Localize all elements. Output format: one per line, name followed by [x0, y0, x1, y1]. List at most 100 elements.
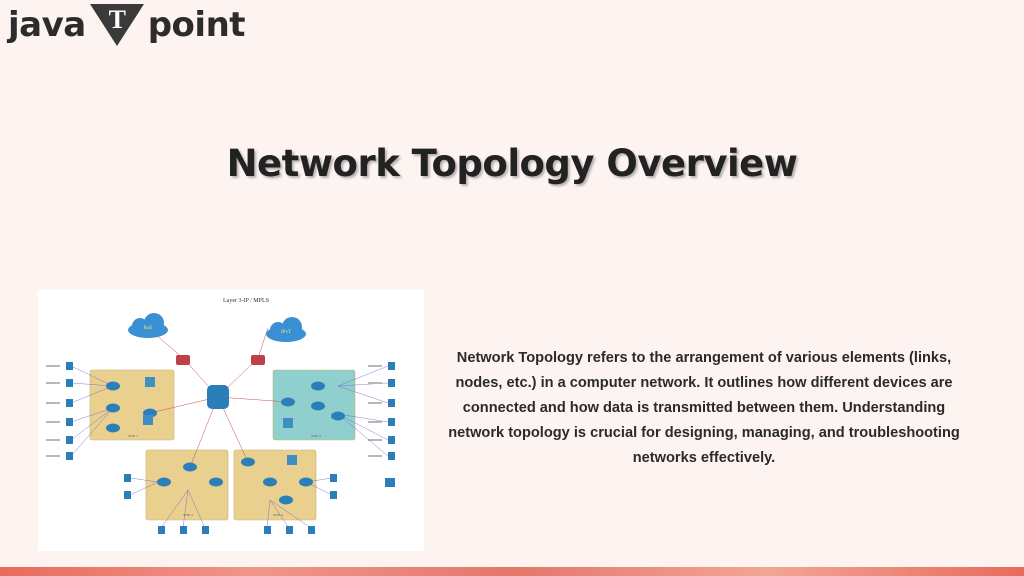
router-icon	[241, 457, 255, 467]
slide-description: Network Topology refers to the arrangeme…	[448, 350, 960, 466]
endpoint-label	[368, 365, 382, 367]
router-icon	[106, 381, 120, 391]
endpoint-label	[46, 365, 60, 367]
link-line	[182, 489, 189, 529]
switch-icon	[283, 418, 293, 428]
server-icon	[158, 526, 165, 534]
switch-icon	[143, 415, 153, 425]
router-icon	[106, 403, 120, 413]
link-line	[269, 499, 290, 529]
link-line	[337, 413, 389, 423]
diagram-title: Layer 3-IP / MPLS	[223, 298, 269, 304]
server-icon	[66, 418, 73, 426]
router-icon	[176, 355, 190, 365]
endpoint-label	[368, 439, 382, 441]
router-icon	[331, 411, 345, 421]
endpoint-label	[46, 439, 60, 441]
server-icon	[66, 379, 73, 387]
logo-text-point: point	[147, 5, 246, 45]
server-icon	[308, 526, 315, 534]
switch-icon	[145, 377, 155, 387]
server-icon	[180, 526, 187, 534]
server-icon	[388, 452, 395, 460]
endpoint-label	[368, 382, 382, 384]
site-box	[89, 369, 175, 441]
logo-t-icon: T	[89, 4, 144, 46]
site-label: SITE 2	[311, 434, 321, 438]
server-icon	[330, 491, 337, 499]
link-line	[70, 407, 114, 423]
switch-icon	[385, 478, 395, 487]
link-line	[129, 477, 159, 483]
server-icon	[124, 491, 131, 499]
server-icon	[388, 436, 395, 444]
router-icon	[106, 423, 120, 433]
cloud-label: BoE	[144, 326, 153, 331]
javatpoint-logo[interactable]: java T point	[8, 2, 246, 48]
network-topology-diagram: SITE 1 SITE 2 SITE 3 SITE 4 BoE IPvT Layer 3-I…	[38, 290, 424, 551]
endpoint-label	[46, 402, 60, 404]
cloud-icon	[282, 317, 302, 337]
link-line	[187, 489, 206, 529]
site-label: SITE 3	[183, 513, 193, 517]
server-icon	[388, 399, 395, 407]
topology-svg: SITE 1 SITE 2 SITE 3 SITE 4 BoE IPvT Layer 3-I…	[46, 298, 395, 534]
router-icon	[279, 495, 293, 505]
link-line	[70, 385, 114, 404]
core-switch-icon	[207, 385, 229, 409]
router-icon	[263, 477, 277, 487]
router-icon	[299, 477, 313, 487]
router-icon	[183, 462, 197, 472]
link-line	[70, 365, 114, 387]
switch-icon	[287, 455, 297, 465]
link-line	[269, 499, 312, 529]
server-icon	[124, 474, 131, 482]
link-line	[70, 407, 114, 441]
router-icon	[157, 477, 171, 487]
site-box	[145, 449, 229, 521]
link-line	[70, 407, 114, 457]
endpoint-label	[368, 455, 382, 457]
link-line	[266, 499, 271, 529]
logo-mark-letter: T	[108, 5, 125, 34]
site-label: SITE 1	[128, 434, 138, 438]
site-label: SITE 4	[273, 513, 283, 517]
link-line	[149, 396, 219, 414]
endpoint-label	[368, 402, 382, 404]
endpoint-label	[46, 421, 60, 423]
endpoint-label	[368, 421, 382, 423]
server-icon	[388, 362, 395, 370]
server-icon	[330, 474, 337, 482]
router-icon	[311, 381, 325, 391]
server-icon	[264, 526, 271, 534]
logo-text-java: java	[8, 5, 86, 45]
router-icon	[311, 401, 325, 411]
cloud-icon	[270, 322, 286, 338]
cloud-icon	[132, 318, 148, 334]
link-line	[337, 385, 389, 404]
router-icon	[209, 477, 223, 487]
server-icon	[66, 399, 73, 407]
cloud-label: IPvT	[281, 330, 291, 335]
link-line	[337, 413, 389, 457]
bottom-accent-band	[0, 567, 1024, 576]
link-line	[70, 382, 114, 387]
endpoint-label	[46, 455, 60, 457]
link-line	[160, 489, 189, 529]
server-icon	[286, 526, 293, 534]
slide-title: Network Topology Overview	[226, 142, 798, 185]
link-line	[337, 413, 389, 441]
link-line	[129, 481, 159, 496]
server-icon	[388, 379, 395, 387]
link-line	[337, 365, 389, 387]
server-icon	[66, 362, 73, 370]
server-icon	[202, 526, 209, 534]
server-icon	[388, 418, 395, 426]
server-icon	[66, 436, 73, 444]
server-icon	[66, 452, 73, 460]
router-icon	[251, 355, 265, 365]
endpoint-label	[46, 382, 60, 384]
router-icon	[281, 397, 295, 407]
link-line	[217, 396, 289, 403]
cloud-icon	[144, 313, 164, 333]
